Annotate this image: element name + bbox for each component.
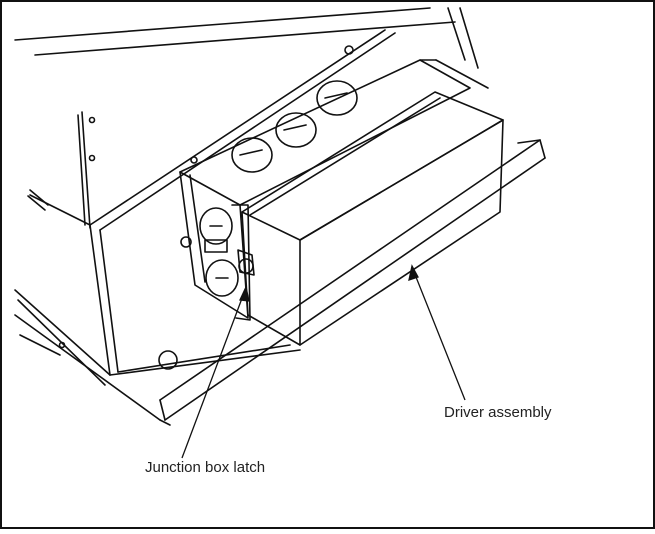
housing-frame: [14, 7, 546, 426]
junction-box: [179, 59, 471, 319]
driver-assembly-label: Driver assembly: [444, 404, 552, 421]
driver-assembly-arrowhead: [408, 264, 419, 281]
driver-assembly-leader: [413, 271, 466, 401]
junction-box-latch-label: Junction box latch: [145, 459, 266, 476]
latch-leader: [181, 292, 245, 459]
latch-arrowhead: [239, 284, 250, 302]
driver-assembly-box: [241, 59, 504, 346]
housing-fasteners: [58, 45, 354, 370]
